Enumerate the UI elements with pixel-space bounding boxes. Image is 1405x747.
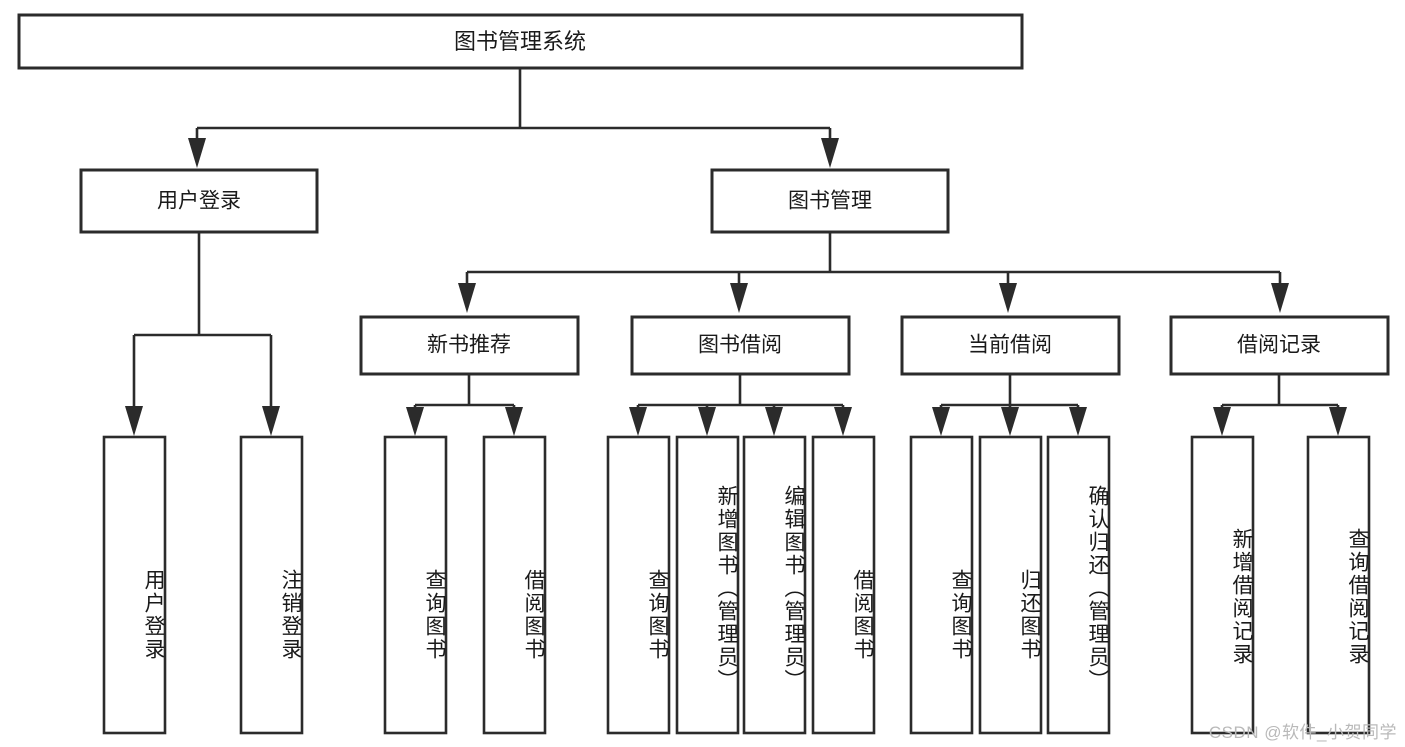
arrow-head-icon <box>262 406 280 436</box>
arrow-head-icon <box>1069 407 1087 436</box>
node-root-box[interactable] <box>17 13 1024 70</box>
leaf-box-edit-book-admin[interactable] <box>742 435 807 735</box>
node-user-login-label: 用户登录 <box>157 190 241 213</box>
node-root-label: 图书管理系统 <box>454 29 586 54</box>
arrow-head-icon <box>125 406 143 436</box>
node-user-login-box[interactable] <box>79 168 319 234</box>
connector-new-book-recommend-to-leaves <box>406 374 523 436</box>
node-book-management-label: 图书管理 <box>788 190 872 213</box>
arrow-head-icon <box>1329 407 1347 436</box>
connector-borrow-record-to-leaves <box>1213 374 1347 436</box>
connector-book-borrow-to-leaves <box>629 374 852 436</box>
node-current-borrow[interactable]: 当前借阅 <box>900 315 1121 376</box>
node-current-borrow-box[interactable] <box>900 315 1121 376</box>
leaf-box-query-book-1[interactable] <box>383 435 448 735</box>
leaf-box-query-book-2[interactable] <box>606 435 671 735</box>
node-borrow-record-label: 借阅记录 <box>1237 334 1321 357</box>
arrow-head-icon <box>629 407 647 436</box>
leaf-box-borrow-book-2[interactable] <box>811 435 876 735</box>
arrow-head-icon <box>834 407 852 436</box>
leaf-box-query-borrow-record[interactable] <box>1306 435 1371 735</box>
node-borrow-record[interactable]: 借阅记录 <box>1169 315 1390 376</box>
connector-root-to-level2 <box>188 68 839 168</box>
arrow-head-icon <box>188 138 206 168</box>
connector-book-management-to-level3 <box>458 232 1289 313</box>
node-new-book-recommend-box[interactable] <box>359 315 580 376</box>
arrow-head-icon <box>458 283 476 313</box>
leaf-box-confirm-return-admin[interactable] <box>1046 435 1111 735</box>
leaf-box-return-book[interactable] <box>978 435 1043 735</box>
node-book-management[interactable]: 图书管理 <box>710 168 950 234</box>
leaf-box-borrow-book-1[interactable] <box>482 435 547 735</box>
node-new-book-recommend-label: 新书推荐 <box>427 334 511 357</box>
arrow-head-icon <box>730 283 748 313</box>
node-new-book-recommend[interactable]: 新书推荐 <box>359 315 580 376</box>
node-book-borrow[interactable]: 图书借阅 <box>630 315 851 376</box>
node-user-login[interactable]: 用户登录 <box>79 168 319 234</box>
node-root[interactable]: 图书管理系统 <box>17 13 1024 70</box>
arrow-head-icon <box>406 407 424 436</box>
leaf-box-query-book-3[interactable] <box>909 435 974 735</box>
arrow-head-icon <box>1213 407 1231 436</box>
arrow-head-icon <box>1001 407 1019 436</box>
arrow-head-icon <box>999 283 1017 313</box>
leaf-box-add-book-admin[interactable] <box>675 435 740 735</box>
watermark-text: CSDN @软件_小贺同学 <box>1208 723 1397 742</box>
arrow-head-icon <box>1271 283 1289 313</box>
connector-current-borrow-to-leaves <box>932 374 1087 436</box>
connector-user-login-to-leaves <box>125 232 280 436</box>
arrow-head-icon <box>821 138 839 168</box>
leaf-box-logout[interactable] <box>239 435 304 735</box>
arrow-head-icon <box>765 407 783 436</box>
arrow-head-icon <box>698 407 716 436</box>
arrow-head-icon <box>505 407 523 436</box>
leaf-box-user-login[interactable] <box>102 435 167 735</box>
node-book-borrow-label: 图书借阅 <box>698 334 782 357</box>
leaf-box-add-borrow-record[interactable] <box>1190 435 1255 735</box>
node-current-borrow-label: 当前借阅 <box>968 334 1052 357</box>
arrow-head-icon <box>932 407 950 436</box>
